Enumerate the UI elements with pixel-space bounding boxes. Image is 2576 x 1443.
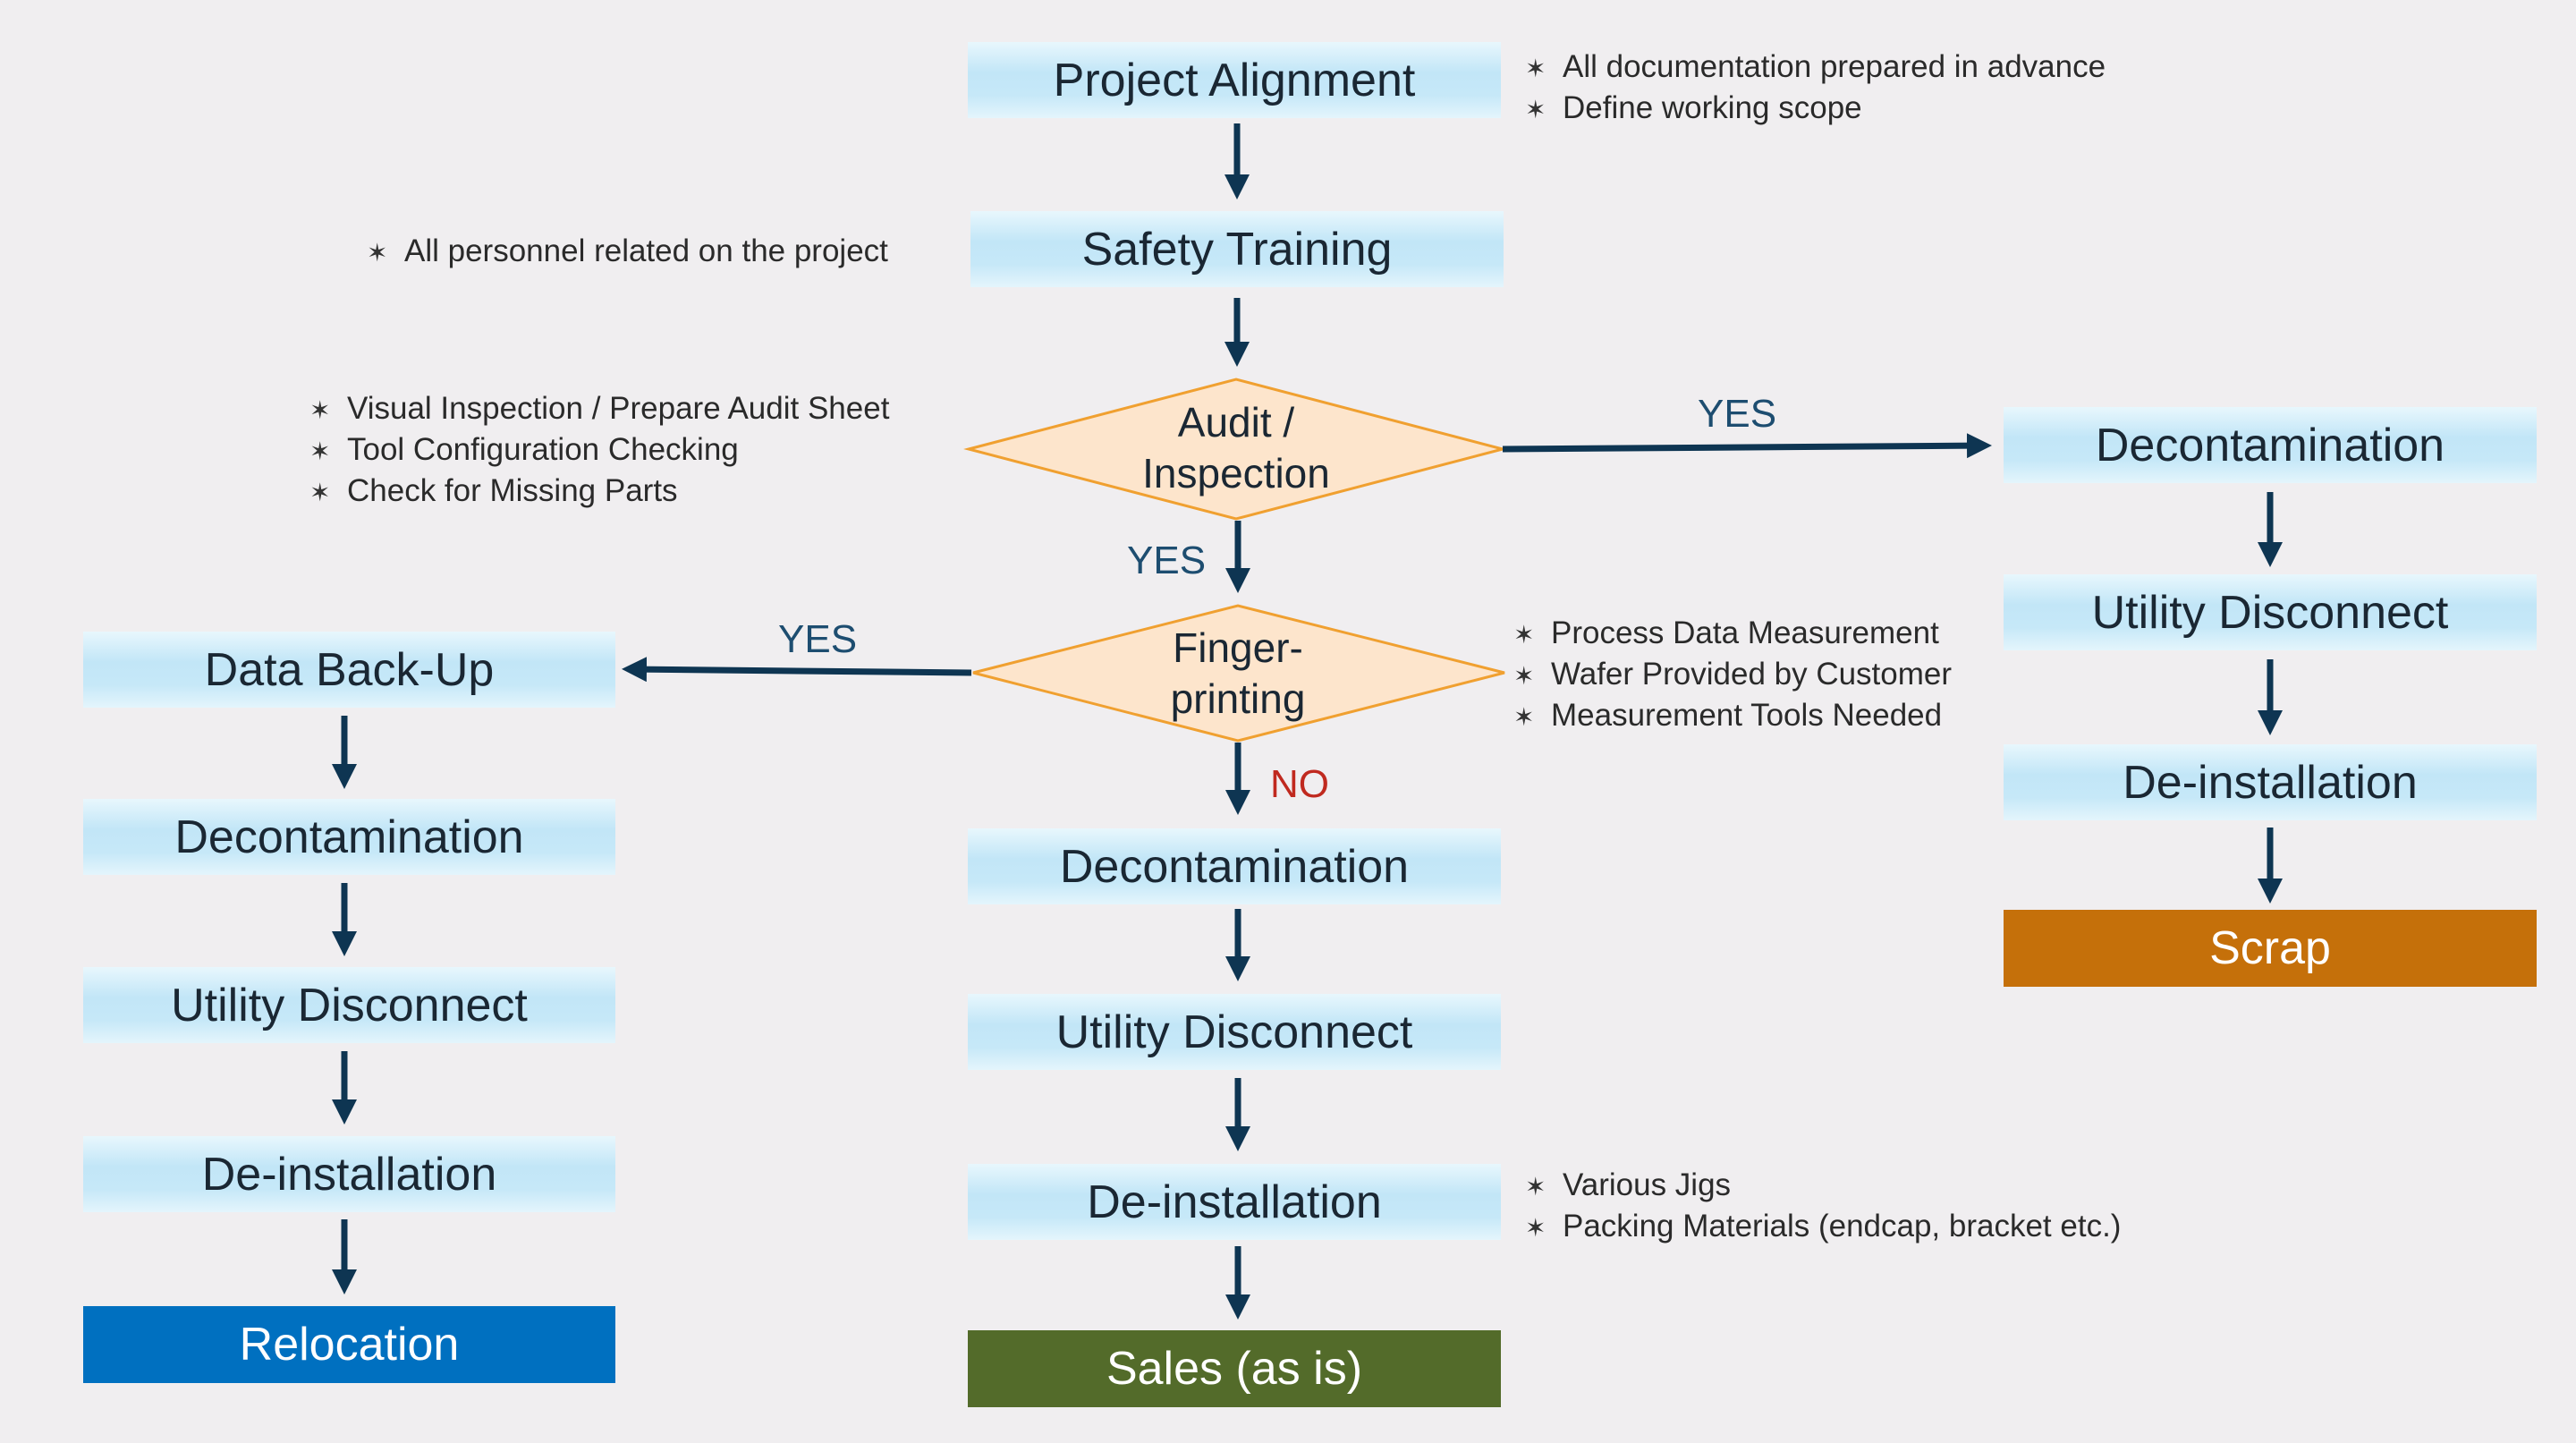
star-bullet-icon: ✶ — [1525, 1214, 1546, 1242]
utility-disconnect-left-box: Utility Disconnect — [83, 967, 615, 1043]
arrow-audit-to-decon-right — [1502, 433, 1992, 459]
de-installation-notes: ✶ Various Jigs ✶ Packing Materials (endcap… — [1525, 1166, 2121, 1248]
note-text: Process Data Measurement — [1551, 615, 1939, 650]
star-bullet-icon: ✶ — [1525, 55, 1546, 82]
note-item: ✶ Process Data Measurement — [1513, 614, 1952, 655]
audit-notes: ✶ Visual Inspection / Prepare Audit Sheet… — [309, 389, 889, 513]
star-bullet-icon: ✶ — [367, 239, 388, 267]
star-bullet-icon: ✶ — [309, 437, 331, 465]
relocation-box: Relocation — [83, 1306, 615, 1383]
note-text: Check for Missing Parts — [347, 473, 678, 508]
fingerprinting-decision-diamond — [972, 604, 1505, 743]
note-text: Packing Materials (endcap, bracket etc.) — [1563, 1209, 2122, 1244]
note-text: Define working scope — [1563, 90, 1862, 125]
star-bullet-icon: ✶ — [309, 479, 331, 506]
safety-training-notes: ✶ All personnel related on the project — [367, 232, 888, 273]
fingerprinting-yes-left-label: YES — [778, 617, 858, 661]
de-installation-right-box: De-installation — [2004, 744, 2537, 820]
note-text: Various Jigs — [1563, 1167, 1732, 1202]
note-item: ✶ All documentation prepared in advance — [1525, 47, 2106, 89]
utility-disconnect-center-box: Utility Disconnect — [968, 994, 1501, 1070]
star-bullet-icon: ✶ — [1525, 96, 1546, 123]
star-bullet-icon: ✶ — [1513, 621, 1535, 649]
note-item: ✶ Check for Missing Parts — [309, 471, 889, 513]
note-text: Wafer Provided by Customer — [1551, 657, 1953, 692]
de-installation-left-box: De-installation — [83, 1136, 615, 1212]
star-bullet-icon: ✶ — [1513, 703, 1535, 731]
decontamination-right-box: Decontamination — [2004, 407, 2537, 483]
de-installation-center-box: De-installation — [968, 1164, 1501, 1240]
decontamination-center-box: Decontamination — [968, 828, 1501, 904]
note-text: Tool Configuration Checking — [347, 432, 739, 467]
note-text: All personnel related on the project — [404, 233, 888, 268]
data-backup-box: Data Back-Up — [83, 632, 615, 708]
star-bullet-icon: ✶ — [1513, 662, 1535, 690]
note-item: ✶ All personnel related on the project — [367, 232, 888, 273]
note-item: ✶ Wafer Provided by Customer — [1513, 655, 1952, 696]
fingerprinting-no-down-label: NO — [1270, 762, 1329, 806]
audit-yes-down-label: YES — [1127, 539, 1207, 582]
audit-inspection-label: Audit / Inspection — [1057, 397, 1415, 499]
note-item: ✶ Tool Configuration Checking — [309, 430, 889, 471]
note-text: Visual Inspection / Prepare Audit Sheet — [347, 391, 890, 426]
star-bullet-icon: ✶ — [309, 396, 331, 424]
note-item: ✶ Packing Materials (endcap, bracket etc.… — [1525, 1207, 2121, 1248]
decontamination-left-box: Decontamination — [83, 799, 615, 875]
arrow-fingerprinting-to-data-backup — [622, 657, 972, 683]
star-bullet-icon: ✶ — [1525, 1173, 1546, 1201]
note-item: ✶ Visual Inspection / Prepare Audit Sheet — [309, 389, 889, 430]
fingerprinting-label: Finger- printing — [1059, 623, 1417, 725]
audit-label-line1: Audit / — [1177, 399, 1295, 446]
sales-as-is-box: Sales (as is) — [968, 1330, 1501, 1407]
fingerprinting-label-line1: Finger- — [1173, 624, 1303, 671]
scrap-box: Scrap — [2004, 910, 2537, 987]
note-text: All documentation prepared in advance — [1563, 49, 2106, 84]
note-item: ✶ Define working scope — [1525, 89, 2106, 130]
audit-label-line2: Inspection — [1142, 450, 1330, 497]
fingerprinting-notes: ✶ Process Data Measurement ✶ Wafer Provide… — [1513, 614, 1952, 737]
fingerprinting-label-line2: printing — [1170, 675, 1306, 722]
audit-yes-right-label: YES — [1698, 392, 1777, 436]
note-text: Measurement Tools Needed — [1551, 698, 1943, 733]
note-item: ✶ Measurement Tools Needed — [1513, 696, 1952, 737]
project-alignment-box: Project Alignment — [968, 42, 1501, 118]
note-item: ✶ Various Jigs — [1525, 1166, 2121, 1207]
safety-training-box: Safety Training — [970, 211, 1504, 287]
utility-disconnect-right-box: Utility Disconnect — [2004, 574, 2537, 650]
project-alignment-notes: ✶ All documentation prepared in advance ✶… — [1525, 47, 2106, 130]
